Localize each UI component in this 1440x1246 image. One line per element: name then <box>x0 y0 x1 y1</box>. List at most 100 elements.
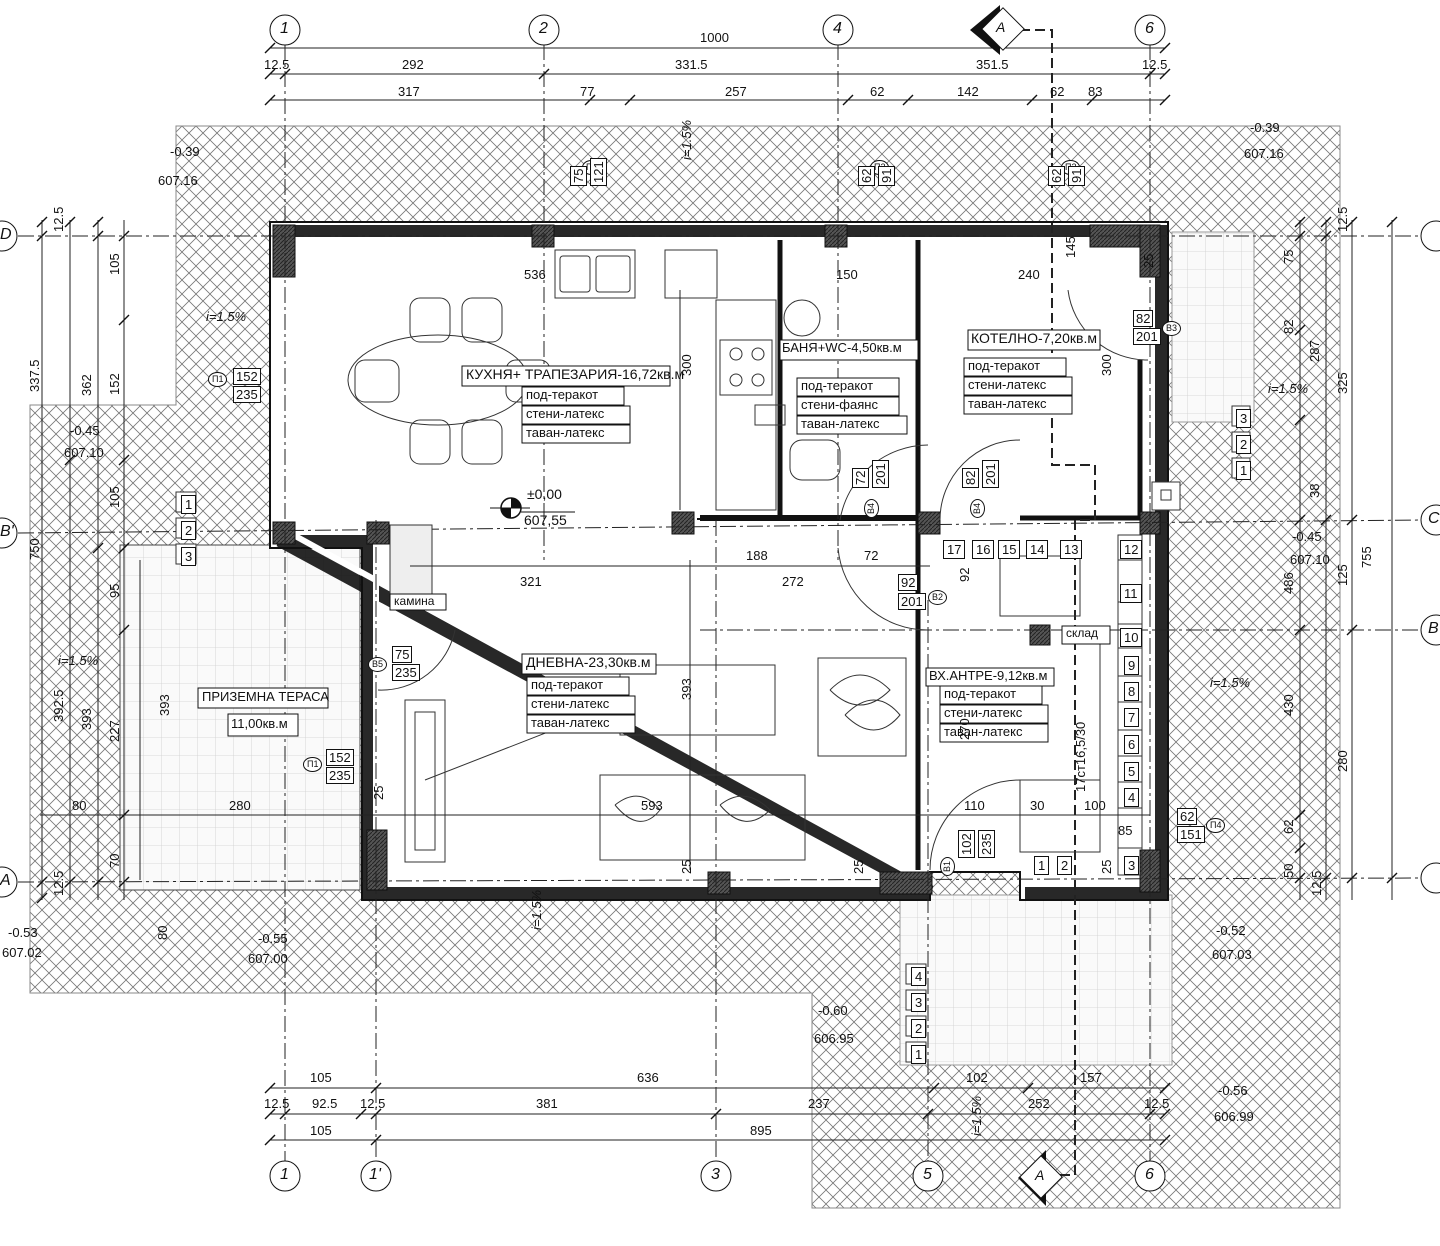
terrace-area: 11,00кв.м <box>231 716 288 731</box>
opening-code-8: В3 <box>1162 321 1182 336</box>
entry-tiles <box>899 894 1173 1066</box>
dim-left-14: 80 <box>155 925 170 940</box>
room-title-terrace: ПРИЗЕМНА ТЕРАСА <box>202 689 329 704</box>
boiler-floor: под-теракот <box>968 358 1041 373</box>
elev-1-rel: -0.39 <box>1250 120 1280 135</box>
right-step-2: 2 <box>1236 435 1252 454</box>
dim-tick <box>264 1108 276 1120</box>
elev-4-abs: 607.02 <box>2 945 42 960</box>
opening-code-10: В4 <box>970 498 985 518</box>
dim-left-0: 12.5 <box>51 206 66 232</box>
dim-tick <box>1159 1082 1171 1094</box>
opening-w-1: 152 <box>326 749 354 766</box>
entry-step-1: 1 <box>911 1045 927 1064</box>
kitchen-walls: стени-латекс <box>526 406 605 421</box>
elev-3-abs: 607.10 <box>1290 552 1330 567</box>
elev-7-rel: -0.60 <box>818 1003 848 1018</box>
step-11: 11 <box>1120 584 1142 603</box>
axis-right-c: C <box>1428 510 1440 527</box>
elev-6-rel: -0.52 <box>1216 923 1246 938</box>
dim-tick <box>1144 68 1156 80</box>
step-5: 5 <box>1124 762 1140 781</box>
entry-floor: под-теракот <box>944 686 1017 701</box>
inner-dim-145: 145 <box>1063 236 1078 258</box>
dim-tick <box>538 68 550 80</box>
dim-top-r2-0: 317 <box>398 84 420 99</box>
step-6: 6 <box>1124 735 1140 754</box>
entry-ceiling: таван-латекс <box>944 724 1023 739</box>
inner-dim-72: 72 <box>864 548 879 563</box>
opening-w-0: 152 <box>233 368 261 385</box>
inner-dim-92: 92 <box>957 567 972 582</box>
inner-dim-393a: 393 <box>679 678 694 700</box>
step-9: 9 <box>1124 656 1140 675</box>
elev-3-rel: -0.45 <box>1292 529 1322 544</box>
dim-bot-r1-2: 102 <box>966 1070 988 1085</box>
inner-dim-272: 272 <box>782 574 804 589</box>
dim-left-10: 227 <box>107 720 122 742</box>
room-title-living: ДНЕВНА-23,30кв.м <box>526 654 651 670</box>
inner-dim-150: 150 <box>836 267 858 282</box>
dim-right-11: 62 <box>1281 819 1296 834</box>
axis-bubbles <box>0 14 1440 1192</box>
opening-w-3: 75 <box>570 165 587 186</box>
dim-tick <box>118 624 130 636</box>
opening-h-8: 201 <box>1133 328 1161 345</box>
dim-bot-r3-1: 895 <box>750 1123 772 1138</box>
boiler-walls: стени-латекс <box>968 377 1047 392</box>
slope-label-1: i=1.5% <box>206 309 247 324</box>
dim-bot-r1-1: 636 <box>637 1070 659 1085</box>
step-4: 4 <box>1124 788 1140 807</box>
elev-1-abs: 607.16 <box>1244 146 1284 161</box>
slope-label-7: i=1.5% <box>969 1095 984 1136</box>
opening-h-10: 201 <box>982 460 999 488</box>
kitchen-furniture <box>347 249 777 511</box>
dim-bot-r1-3: 157 <box>1080 1070 1102 1085</box>
step-13: 13 <box>1060 540 1083 559</box>
dim-tick <box>64 876 76 888</box>
dim-left-1: 105 <box>107 253 122 275</box>
elev-0-abs: 607.16 <box>158 173 198 188</box>
elev-8-abs: 606.99 <box>1214 1109 1254 1124</box>
opening-code-6: В1 <box>940 856 955 876</box>
opening-h-7: 201 <box>898 593 926 610</box>
step-17: 17 <box>943 540 966 559</box>
section-line <box>1020 29 1096 1176</box>
opening-h-3: 121 <box>590 158 607 186</box>
section-marker-bottom-label: A <box>1035 1167 1045 1183</box>
room-title-kitchen: КУХНЯ+ ТРАПЕЗАРИЯ-16,72кв.м <box>466 366 685 382</box>
dim-tick <box>370 1108 382 1120</box>
elev-7-abs: 606.95 <box>814 1031 854 1046</box>
dim-right-1: 75 <box>1281 249 1296 264</box>
step-2: 2 <box>1057 856 1073 875</box>
axis-bottom-1p: 1' <box>369 1166 381 1183</box>
section-marker-top-label: A <box>996 19 1006 35</box>
dim-tick <box>92 542 104 554</box>
section-marker-bottom <box>1018 1150 1063 1206</box>
dim-top-r2-2: 257 <box>725 84 747 99</box>
dimension-lines <box>40 47 1393 1141</box>
bath-walls: стени-фаянс <box>801 397 878 412</box>
dim-left-5: 105 <box>107 486 122 508</box>
kitchen-ceiling: таван-латекс <box>526 425 605 440</box>
axis-right-b: B <box>1428 620 1439 637</box>
bath-ceiling: таван-латекс <box>801 416 880 431</box>
opening-w-10: 82 <box>962 467 979 488</box>
step-14: 14 <box>1026 540 1049 559</box>
dim-tick <box>1294 624 1306 636</box>
axis-top-1: 1 <box>280 20 289 37</box>
dim-tick <box>118 542 130 554</box>
dim-tick <box>1320 230 1332 242</box>
inner-dim-270: 270 <box>957 718 972 740</box>
inner-dim-30: 30 <box>1030 798 1045 813</box>
axis-top-2: 2 <box>539 20 548 37</box>
dim-tick <box>1294 809 1306 821</box>
dim-right-5: 38 <box>1307 483 1322 498</box>
inner-dim-25a: 25 <box>1141 253 1156 268</box>
right-step-1: 1 <box>1236 461 1252 480</box>
opening-h-4: 91 <box>878 165 895 186</box>
opening-code-7: В2 <box>928 590 948 605</box>
opening-w-2: 62 <box>1177 808 1198 825</box>
dim-tick <box>1144 1108 1156 1120</box>
dim-left-4: 152 <box>107 373 122 395</box>
